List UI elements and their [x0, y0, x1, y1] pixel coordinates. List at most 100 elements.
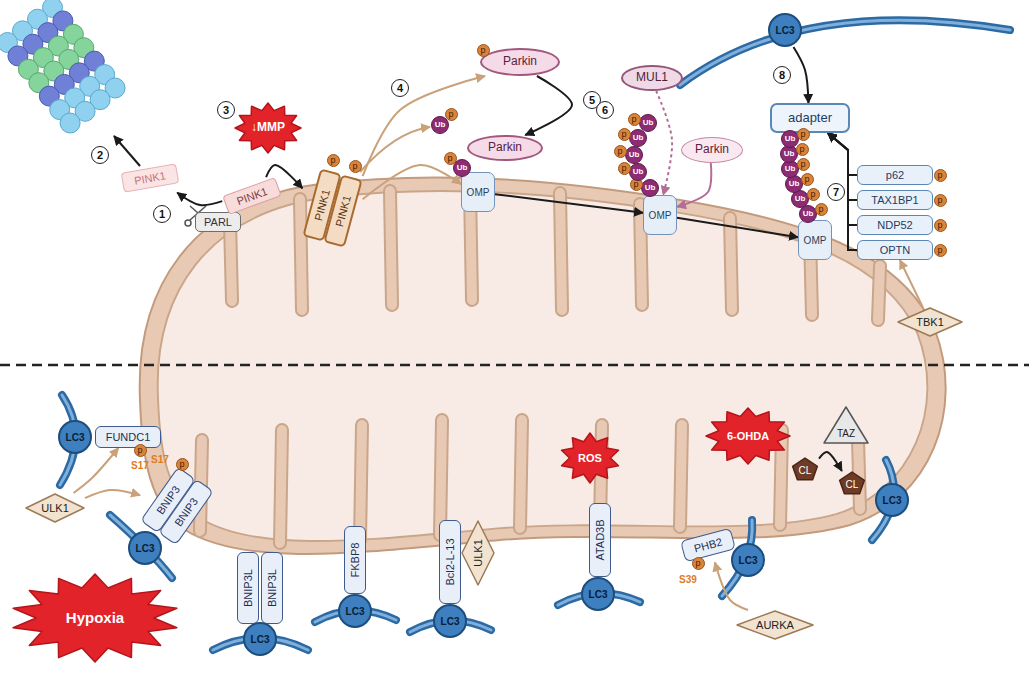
callout-number: 8	[773, 66, 791, 84]
lc3-circle: LC3	[768, 13, 802, 47]
crista-lumen	[878, 266, 880, 320]
node-text: LC3	[66, 432, 85, 443]
site-label: S17	[147, 453, 173, 467]
phospho-mark: p	[934, 244, 947, 257]
phospho-mark: p	[444, 152, 457, 165]
protein-box: adapter	[770, 103, 850, 133]
lc3-circle: LC3	[731, 543, 765, 577]
crista	[560, 193, 562, 310]
site-label: S17	[127, 459, 153, 473]
protein-ellipse: Parkin	[467, 135, 543, 161]
crista	[280, 430, 282, 543]
phospho-mark: p	[176, 458, 189, 471]
crista	[440, 420, 442, 535]
lc3-circle: LC3	[433, 604, 467, 638]
node-text: CL	[846, 479, 859, 490]
protein-box: BNIP3L	[261, 552, 283, 624]
callout-number: 1	[153, 205, 171, 223]
phospho-mark: p	[618, 162, 631, 175]
node-text: TAZ	[837, 428, 855, 439]
node-text: Hypoxia	[66, 610, 124, 627]
divider-line	[0, 364, 1029, 367]
callout-number: 6	[596, 101, 614, 119]
node-text: ATAD3B	[594, 519, 606, 560]
site-label: S39	[675, 573, 701, 587]
lc3-circle: LC3	[243, 622, 277, 656]
protein-box: p62	[857, 165, 933, 185]
phospho-mark: p	[327, 154, 340, 167]
protein-box: PINK1	[121, 163, 180, 192]
connector-arrow	[677, 163, 711, 207]
node-text: p62	[886, 169, 904, 181]
crista-lumen	[300, 199, 302, 310]
node-text: Parkin	[695, 143, 729, 156]
node-text: ULK1	[41, 502, 69, 514]
shape-fill	[562, 433, 619, 483]
protein-box: OMP	[643, 195, 677, 235]
protein-box: PINK1	[222, 177, 281, 215]
kinase-diamond: TBK1	[897, 307, 963, 337]
crista	[858, 440, 860, 509]
kinase-diamond: ULK1	[25, 493, 85, 523]
phospho-mark: p	[477, 44, 490, 57]
callout-number: 4	[391, 79, 409, 97]
protein-box: OPTN	[857, 240, 933, 260]
node-text: ULK1	[472, 539, 484, 567]
crista-lumen	[680, 425, 682, 527]
crista	[680, 425, 682, 527]
node-text: LC3	[883, 495, 902, 506]
shape-fill	[706, 408, 790, 464]
protein-box: ATAD3B	[589, 503, 611, 577]
phospho-mark: p	[934, 219, 947, 232]
node-text: Parkin	[503, 55, 537, 68]
phospho-mark: p	[801, 173, 814, 186]
crista	[390, 191, 392, 305]
node-text: CL	[799, 465, 812, 476]
node-text: FKBP8	[349, 543, 361, 578]
proteasome-subunit	[60, 113, 80, 133]
stress-burst: ROS	[559, 432, 621, 484]
shape-fill	[462, 521, 494, 585]
node-text: 6-OHDA	[727, 430, 769, 442]
protein-box: NDP52	[857, 215, 933, 235]
shape-fill	[737, 611, 813, 639]
connector-arrow	[828, 133, 857, 250]
crista-lumen	[390, 191, 392, 305]
node-text: LC3	[251, 634, 270, 645]
connector-arrow	[677, 218, 798, 238]
scissors-handle	[185, 220, 191, 226]
protein-box: OMP	[461, 172, 495, 212]
phospho-mark: p	[934, 169, 947, 182]
crista	[230, 221, 232, 301]
pentagon-shape: CL	[838, 471, 866, 497]
connector-arrow	[794, 47, 809, 103]
shape-fill	[235, 103, 301, 153]
phospho-mark: p	[797, 128, 810, 141]
connector-arrow	[656, 91, 672, 195]
crista	[520, 420, 522, 528]
phospho-mark: p	[815, 203, 828, 216]
connector-arrow	[363, 76, 485, 176]
kinase-diamond: ULK1	[461, 520, 495, 586]
protein-ellipse: Parkin	[480, 48, 560, 76]
connector-arrow	[900, 260, 923, 307]
connector-arrow	[74, 448, 119, 493]
connector-arrow	[828, 133, 857, 175]
node-text: BNIP3L	[266, 569, 278, 607]
crista-lumen	[640, 204, 642, 305]
phospho-mark: p	[618, 128, 631, 141]
protein-box: BNIP3L	[237, 552, 259, 624]
node-text: PINK1	[235, 185, 269, 207]
phagophore-lumen	[680, 20, 1010, 85]
node-text: LC3	[739, 555, 758, 566]
connector-arrow	[85, 490, 140, 498]
phospho-mark: p	[934, 194, 947, 207]
protein-ellipse: Parkin	[681, 137, 743, 163]
protein-box: FUNDC1	[95, 426, 161, 448]
crista-lumen	[520, 420, 522, 528]
crista	[300, 199, 302, 310]
pentagon-shape: CL	[791, 457, 819, 483]
ubiquitin-mark: Ub	[629, 129, 647, 147]
protein-ellipse: MUL1	[621, 65, 683, 91]
